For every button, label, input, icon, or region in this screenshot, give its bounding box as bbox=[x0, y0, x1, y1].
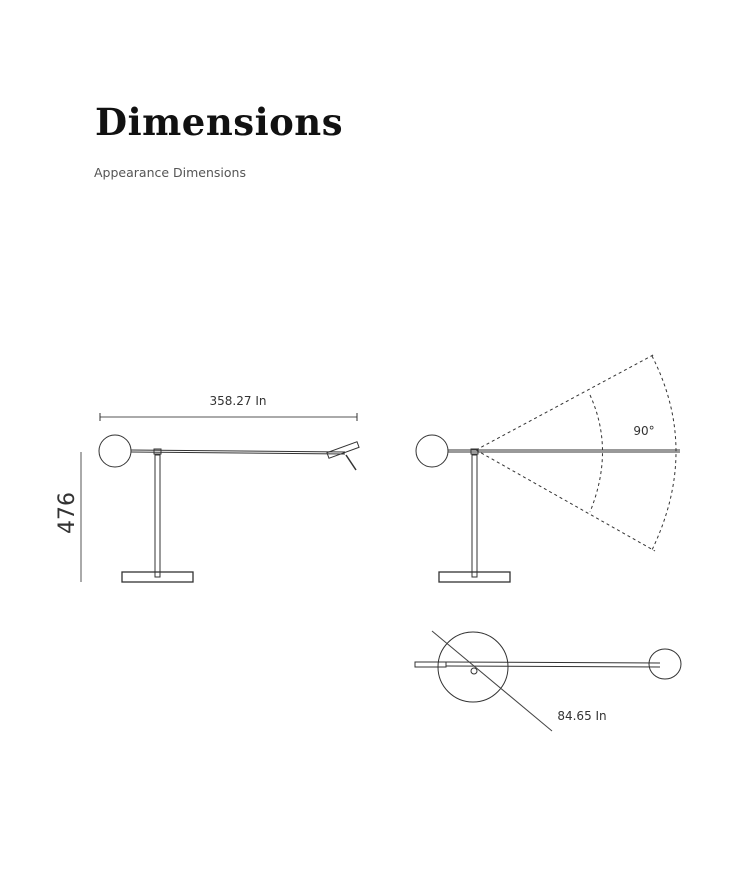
height-label: 476 bbox=[55, 492, 80, 534]
width-label: 358.27 In bbox=[210, 394, 267, 408]
rotation-view: 90° bbox=[415, 353, 680, 583]
base-diameter-label: 84.65 In bbox=[557, 709, 606, 723]
top-view: 84.65 In bbox=[414, 630, 682, 732]
page-title: Dimensions bbox=[95, 100, 344, 144]
page-subtitle: Appearance Dimensions bbox=[94, 165, 246, 180]
angle-label: 90° bbox=[633, 424, 654, 438]
side-view: 358.27 In 476 bbox=[55, 394, 360, 583]
